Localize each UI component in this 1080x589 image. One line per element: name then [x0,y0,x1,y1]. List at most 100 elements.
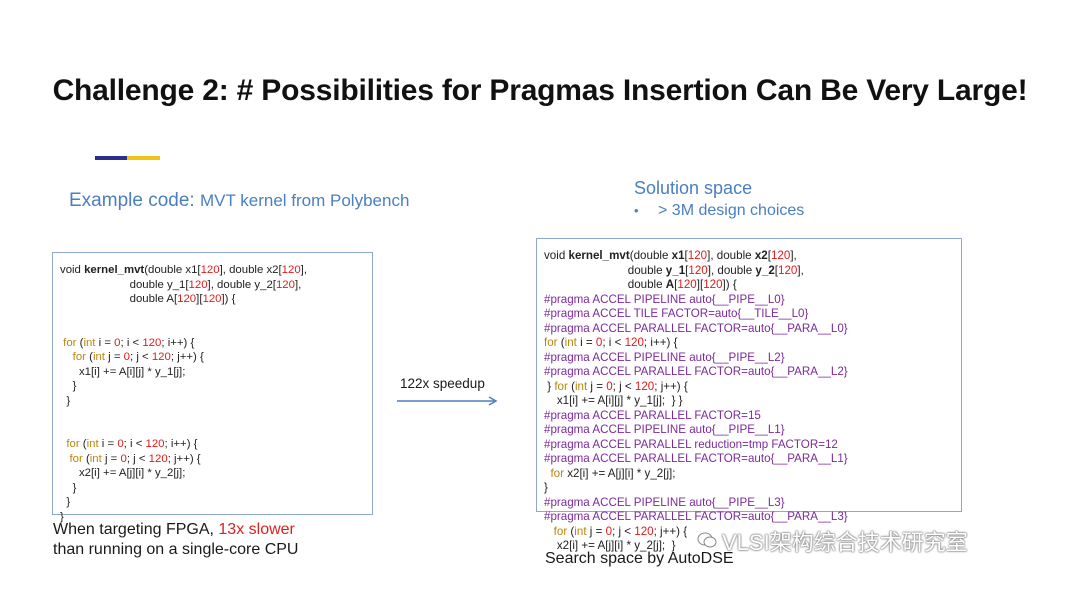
code-token: ], double x2[ [219,264,282,276]
code-token: ], [294,278,302,291]
code-token: ( [76,336,84,349]
code-token: i = [95,336,115,349]
code-line: void kernel_mvt(double x1[120], double x… [60,263,307,278]
code-token: ; i++) { [164,438,198,450]
code-token: ][ [196,293,203,305]
example-code-box [52,252,373,515]
code-token: y_2 [755,263,775,277]
code-token: int [86,438,99,450]
code-line: } [60,379,307,394]
code-token [60,409,63,421]
code-line: } [60,495,307,510]
code-line: for (int i = 0; i < 120; i++) { [544,336,848,351]
right-arrow-icon [397,396,498,406]
code-line: #pragma ACCEL PARALLEL reduction=tmp FAC… [544,438,848,453]
code-token: 0 [123,351,130,363]
code-token: 120 [177,293,197,305]
code-token: #pragma ACCEL PIPELINE auto{__PIPE__L2} [544,350,785,364]
solution-code-block: void kernel_mvt(double x1[120], double x… [544,249,848,554]
code-token: kernel_mvt [84,264,145,276]
code-line: #pragma ACCEL PARALLEL FACTOR=auto{__PAR… [544,510,848,525]
code-token: 120 [281,264,301,276]
code-line: double A[120][120]) { [544,278,848,293]
code-line: } [60,394,307,409]
code-token: 120 [634,524,654,538]
code-token: double A[ [60,293,178,305]
code-token: ]) { [722,278,737,291]
solution-space-bullet: •> 3M design choices [634,202,804,220]
code-token: ( [85,351,93,363]
code-line: #pragma ACCEL PIPELINE auto{__PIPE__L1} [544,423,848,438]
code-token: ], double [707,249,755,262]
caption-text-b: than running on a single-core CPU [53,541,299,558]
code-token: ; j++) { [654,379,688,393]
code-line [60,307,307,322]
code-line: #pragma ACCEL PIPELINE auto{__PIPE__L3} [544,496,848,511]
code-token: #pragma ACCEL PIPELINE auto{__PIPE__L3} [544,495,785,509]
code-token: #pragma ACCEL PARALLEL reduction=tmp FAC… [544,437,838,451]
code-token: #pragma ACCEL PARALLEL FACTOR=auto{__PAR… [544,452,848,465]
code-token: int [92,351,105,363]
code-token: ; i < [123,438,146,450]
code-token: #pragma ACCEL PARALLEL FACTOR=15 [544,408,761,422]
code-token: ], double y_2[ [207,278,276,291]
code-token: #pragma ACCEL PIPELINE auto{__PIPE__L1} [544,423,785,436]
caption-slowdown: 13x slower [218,521,295,538]
code-token: ( [567,379,575,393]
example-caption: When targeting FPGA, 13x slower than run… [53,520,298,560]
code-token: #pragma ACCEL PARALLEL FACTOR=auto{__PAR… [544,365,848,378]
code-token: ; i < [120,336,143,349]
code-line: for (int i = 0; i < 120; i++) { [60,336,307,351]
code-token: 120 [188,278,208,291]
code-token: i = [98,438,118,450]
code-token: for [554,379,568,393]
code-token: [ [774,263,778,277]
code-token: double y_1[ [60,278,189,291]
code-token: for [63,336,77,349]
example-code-block: void kernel_mvt(double x1[120], double x… [60,263,307,524]
code-line: double y_1[120], double y_2[120], [544,264,848,279]
code-token: } [544,379,555,393]
code-token: for [72,351,86,363]
example-heading-subtitle: MVT kernel from Polybench [199,191,410,210]
code-token: x2[i] += A[j][i] * y_2[j]; [60,467,186,479]
code-token: 120 [677,278,697,291]
solution-code-box [536,238,962,512]
code-token: #pragma ACCEL TILE FACTOR=auto{__TILE__L… [544,307,809,320]
code-token: ; i < [602,336,625,349]
code-token: 120 [688,263,708,277]
code-token: ; j++) { [653,524,688,538]
code-token: j = [104,351,124,363]
code-token: ; i++) { [161,336,195,349]
code-line: double y_1[120], double y_2[120], [60,278,307,293]
code-line: #pragma ACCEL TILE FACTOR=auto{__TILE__L… [544,307,848,322]
code-line: for (int i = 0; i < 120; i++) { [60,437,307,452]
code-token: ], [300,264,308,276]
code-line: #pragma ACCEL PARALLEL FACTOR=15 [544,409,848,424]
code-token: int [83,336,96,349]
code-token: ], [790,249,797,262]
code-token [60,308,63,320]
code-line: } [60,510,307,525]
code-token: ; j < [130,351,152,363]
code-token: 0 [114,336,121,349]
code-token: 120 [778,263,798,277]
code-line: x1[i] += A[i][j] * y_1[j]; [60,365,307,380]
watermark-text: VLSI架构综合技术研究室 [722,530,968,555]
code-token: 120 [151,351,171,363]
code-token: 120 [624,336,644,349]
code-line [60,408,307,423]
code-token: double [544,263,666,277]
code-token: kernel_mvt [568,249,630,262]
code-token: for [553,524,568,538]
code-token [60,424,63,436]
code-token: [ [684,249,688,262]
code-token: 120 [703,278,723,291]
code-token: j = [587,379,607,393]
code-token: x1[i] += A[i][j] * y_1[j]; } } [544,394,683,407]
code-token: A [665,278,675,291]
code-line: for (int j = 0; j < 120; j++) { [60,452,307,467]
code-token: (double x1[ [144,264,201,276]
code-line: void kernel_mvt(double x1[120], double x… [544,249,848,264]
code-token: ][ [696,278,704,291]
